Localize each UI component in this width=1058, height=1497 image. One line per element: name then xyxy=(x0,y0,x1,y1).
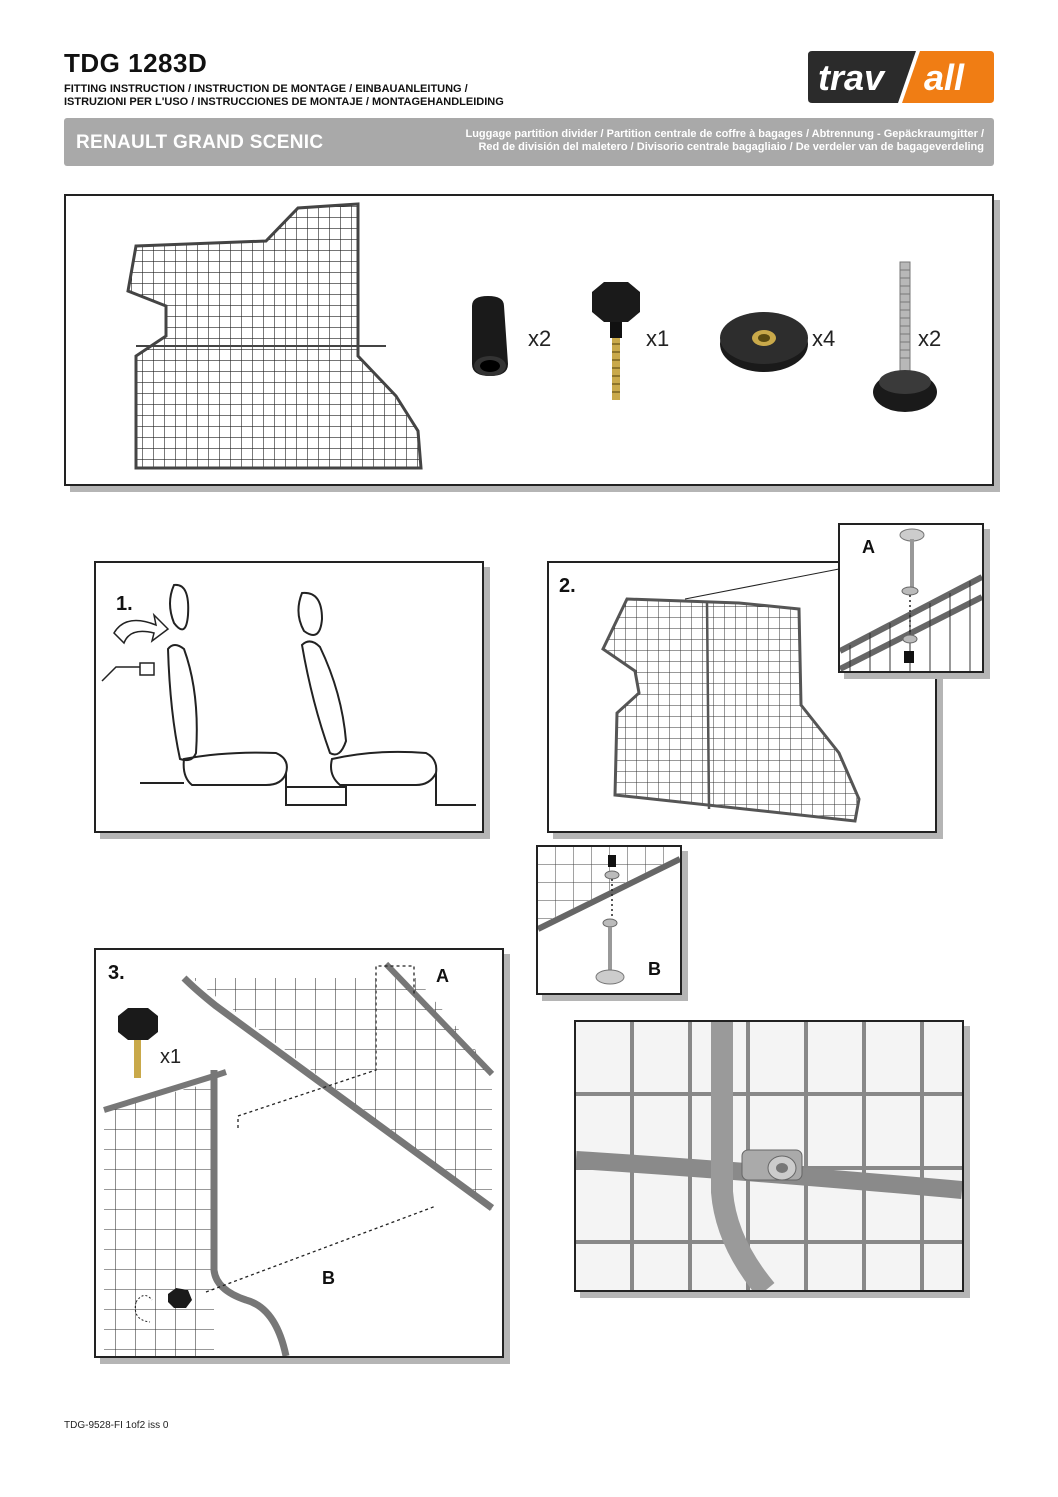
fold-arrow-icon xyxy=(113,612,170,645)
knob-bolt-icon xyxy=(592,282,640,400)
step-2-callout-b: B xyxy=(648,959,661,979)
clamp-detail-illustration xyxy=(576,1022,962,1290)
step-3-callout-b: B xyxy=(322,1268,335,1288)
turn-arrow-icon xyxy=(134,1295,153,1323)
logo-text-all: all xyxy=(924,57,965,98)
travall-logo: trav all xyxy=(808,49,994,105)
part-qty-3: x4 xyxy=(812,326,836,351)
subtitle-line-2: ISTRUZIONI PER L'USO / INSTRUCCIONES DE … xyxy=(64,96,504,108)
partition-grid-illustration xyxy=(126,202,423,470)
step-2-panel: 2. xyxy=(547,561,937,833)
document-title: TDG 1283D xyxy=(64,48,208,78)
description-line-2: Red de división del maletero / Divisorio… xyxy=(478,141,984,153)
product-description: Luggage partition divider / Partition ce… xyxy=(465,128,984,154)
step-1-panel: 1. xyxy=(94,561,484,833)
step-2-number: 2. xyxy=(559,575,576,597)
step-1-number: 1. xyxy=(116,593,133,615)
parts-panel: x2 x1 x4 x2 xyxy=(64,194,994,486)
step-3-callout-a: A xyxy=(436,966,449,986)
step-3-number: 3. xyxy=(108,962,125,984)
description-line-1: Luggage partition divider / Partition ce… xyxy=(465,128,984,140)
seat-fold-illustration xyxy=(101,583,476,806)
step-3-assembly-illustration xyxy=(103,961,495,1356)
part-qty-4: x2 xyxy=(918,326,942,351)
step-3-detail-photo xyxy=(574,1020,964,1292)
vehicle-banner: RENAULT GRAND SCENIC Luggage partition d… xyxy=(64,118,994,166)
step-3-panel: 3. A B x1 xyxy=(94,948,504,1358)
step-3-knob-qty: x1 xyxy=(160,1046,182,1068)
part-qty-2: x1 xyxy=(646,326,670,351)
step-2-grid-illustration xyxy=(601,568,861,823)
detail-a-fixing-illustration xyxy=(840,528,982,671)
logo-text-trav: trav xyxy=(818,57,886,98)
document-reference: TDG-9528-FI 1of2 iss 0 xyxy=(64,1420,169,1431)
step-3-knob-icon xyxy=(118,1008,158,1040)
detail-b-foot-illustration xyxy=(538,847,680,985)
seat-lever-icon xyxy=(101,662,155,682)
vehicle-name: RENAULT GRAND SCENIC xyxy=(76,132,324,153)
end-cap-icon xyxy=(472,296,508,376)
step-2-detail-a: A xyxy=(838,523,984,673)
levelling-foot-icon xyxy=(873,261,937,412)
part-qty-1: x2 xyxy=(528,326,552,351)
step-2-detail-b: B xyxy=(536,845,682,995)
subtitle-line-1: FITTING INSTRUCTION / INSTRUCTION DE MON… xyxy=(64,83,468,95)
threaded-washer-icon xyxy=(720,312,808,372)
step-2-callout-a: A xyxy=(862,537,875,557)
